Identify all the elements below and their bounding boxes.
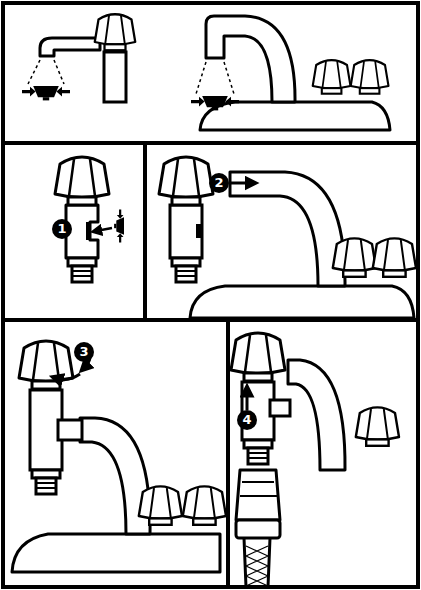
callout-number: 2	[209, 173, 229, 193]
callout-number: 1	[52, 219, 72, 239]
callout-number: 3	[74, 342, 94, 362]
callout-number: 4	[237, 410, 257, 430]
